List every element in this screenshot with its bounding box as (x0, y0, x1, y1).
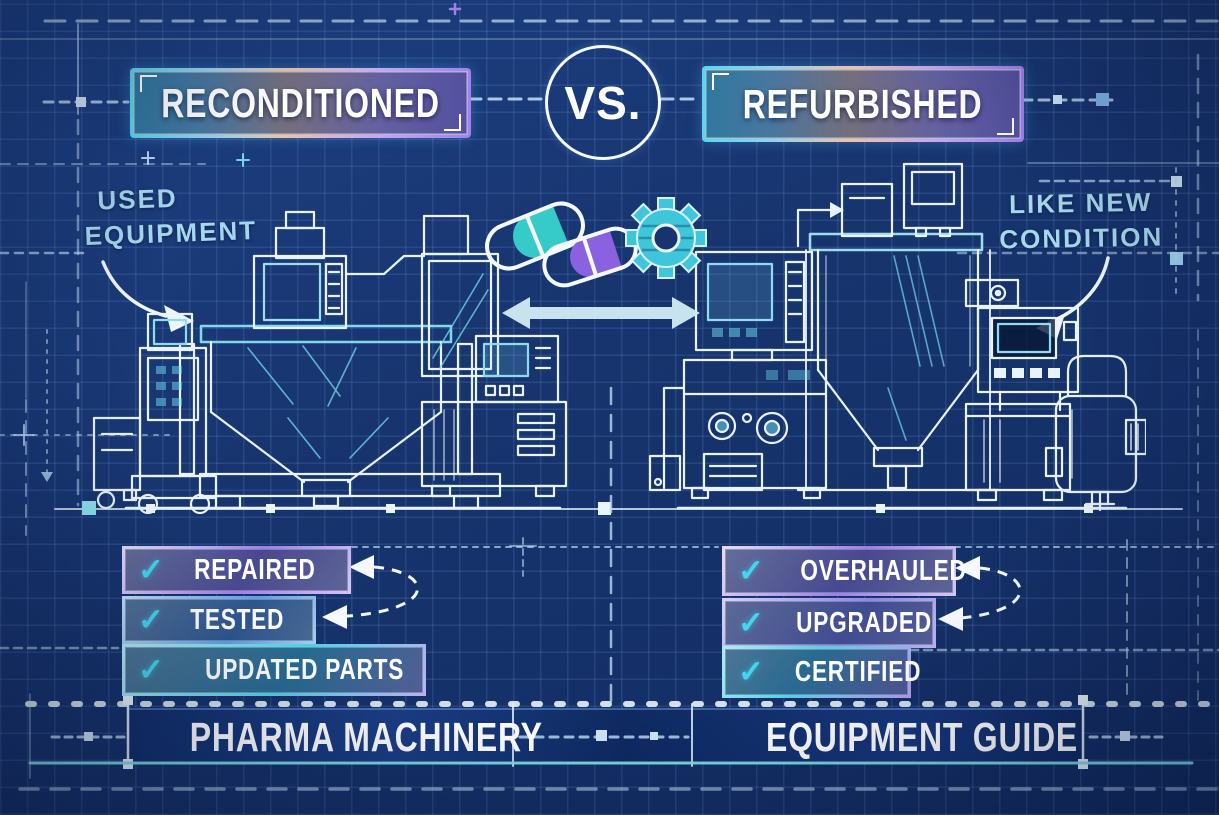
checkmark-icon: ✓ (738, 553, 764, 588)
checkmark-icon: ✓ (738, 605, 764, 640)
header-box-reconditioned: RECONDITIONED (130, 68, 471, 138)
capsule-pill-teal-icon (485, 201, 585, 271)
checklist-item-tested: ✓ TESTED (122, 596, 316, 644)
header-box-refurbished: REFURBISHED (702, 66, 1024, 142)
right-loop-arrow (938, 556, 1022, 631)
left-loop-arrow (322, 555, 419, 629)
like-new-condition-label: LIKE NEW CONDITION (999, 186, 1164, 255)
corner-bracket (997, 118, 1014, 135)
right-machine-illustration (648, 162, 1146, 512)
double-headed-arrow-icon (502, 297, 700, 329)
vs-badge: VS. (545, 45, 661, 160)
checklist-item-upgraded: ✓ UPGRADED (722, 598, 936, 648)
checklist-item-repaired: ✓ REPAIRED (122, 546, 351, 594)
header-left-title: RECONDITIONED (161, 79, 440, 126)
checklist-item-updated-parts: ✓ UPDATED PARTS (122, 644, 426, 696)
corner-bracket (140, 75, 157, 92)
checklist-item-overhauled: ✓ OVERHAULED (722, 546, 966, 596)
used-equipment-label: USED EQUIPMENT (84, 182, 258, 252)
gear-icon (625, 197, 707, 279)
left-machine-illustration (92, 210, 568, 515)
center-icons (485, 197, 707, 288)
vs-label: VS. (564, 76, 642, 129)
footer-title-pharma-machinery: PHARMA MACHINERY (189, 714, 543, 760)
checkmark-icon: ✓ (738, 654, 764, 689)
header-right-title: REFURBISHED (743, 80, 983, 127)
checkmark-icon: ✓ (138, 652, 164, 687)
footer-title-equipment-guide: EQUIPMENT GUIDE (765, 714, 1078, 760)
corner-bracket (712, 73, 729, 90)
corner-bracket (444, 114, 461, 131)
checklist-item-certified: ✓ CERTIFIED (722, 646, 920, 698)
checkmark-icon: ✓ (138, 602, 164, 637)
checkmark-icon: ✓ (138, 552, 164, 587)
